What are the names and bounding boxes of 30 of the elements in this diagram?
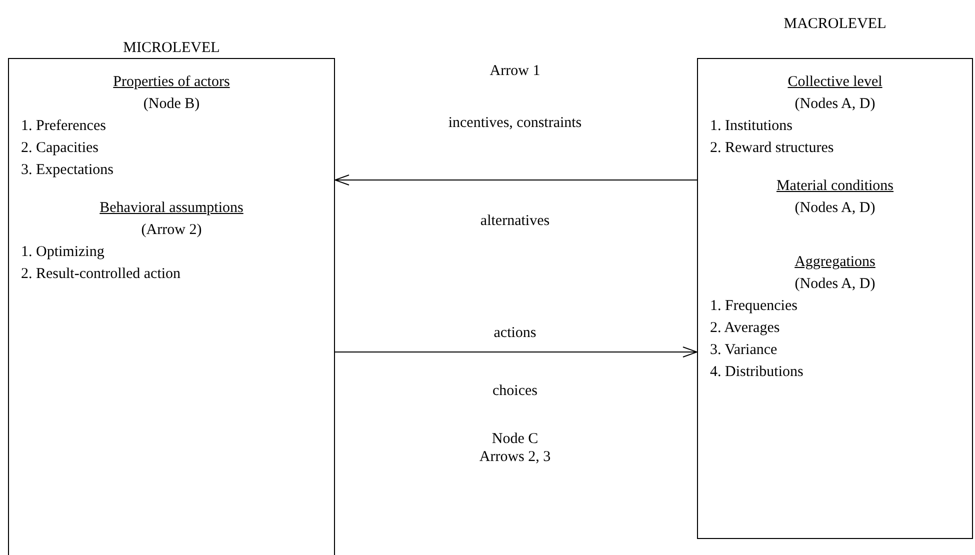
level-heading: MACROLEVEL [782,15,888,34]
arrow [334,346,698,358]
list-item: 2. Averages [709,319,781,338]
reference-text: (Nodes A, D) [794,199,876,218]
list-item: 1. Institutions [709,117,794,136]
list-item: 3. Variance [709,341,778,360]
list-item: 1. Preferences [20,117,107,136]
annotation-text: alternatives [480,212,550,231]
list-item: 2. Reward structures [709,139,835,158]
reference-text: (Arrow 2) [140,221,203,240]
list-item: 1. Optimizing [20,243,106,262]
annotation-text: Arrows 2, 3 [479,448,551,467]
arrow [334,174,698,186]
list-item: 3. Expectations [20,161,114,180]
list-item: 1. Frequencies [709,297,798,316]
reference-text: (Node B) [142,95,201,114]
list-item: 4. Distributions [709,363,804,382]
annotation-text: Arrow 1 [490,62,540,81]
list-item: 2. Capacities [20,139,100,158]
section-heading: Material conditions [775,177,895,196]
section-heading: Properties of actors [112,73,231,92]
level-heading: MICROLEVEL [122,39,221,58]
annotation-text: choices [492,382,538,401]
reference-text: (Nodes A, D) [794,95,876,114]
list-item: 2. Result-controlled action [20,265,182,284]
section-heading: Behavioral assumptions [98,199,244,218]
section-heading: Collective level [786,73,884,92]
annotation-text: Node C [492,430,538,449]
section-heading: Aggregations [794,253,876,272]
reference-text: (Nodes A, D) [794,275,876,294]
